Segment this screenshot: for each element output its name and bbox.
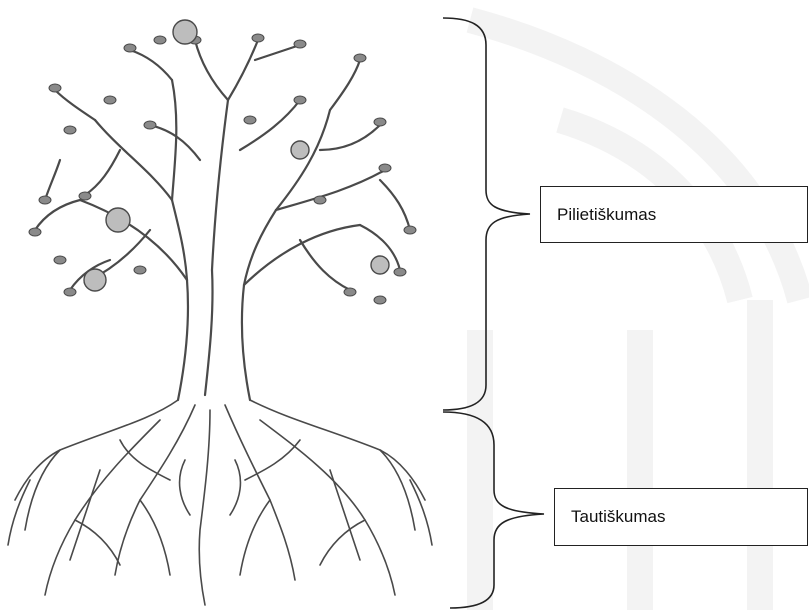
label-tautiskumas: Tautiškumas [554,488,808,546]
tree-fruits [83,19,390,292]
label-tautiskumas-text: Tautiškumas [571,507,666,526]
tree-illustration [7,19,433,606]
lower-bracket [442,411,545,609]
tree-roots [7,399,433,606]
label-pilietiskumas-text: Pilietiškumas [557,204,657,224]
label-pilietiskumas: Pilietiškumas [540,186,808,243]
upper-bracket [442,17,531,411]
